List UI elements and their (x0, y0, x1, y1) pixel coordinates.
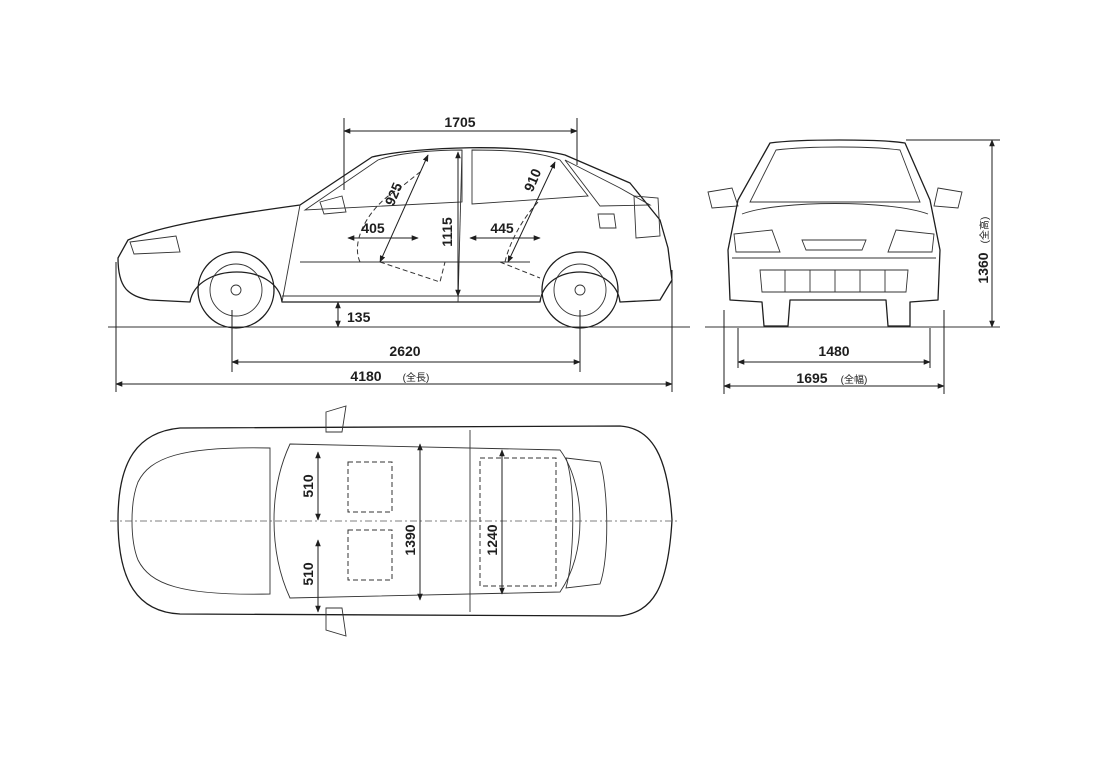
front-grille (801, 239, 867, 251)
front-seat-depth-label: 405 (361, 220, 385, 236)
wheelbase-label: 2620 (389, 343, 420, 359)
side-view: 1705 1115 925 910 405 445 135 2620 4180 … (108, 114, 690, 392)
rear-headroom-label: 910 (520, 166, 544, 194)
top-view: 510 510 1390 1240 (110, 405, 680, 637)
front-mirror-right (933, 187, 963, 209)
front-hood-lines (741, 203, 929, 215)
top-rear-glass (565, 457, 608, 589)
front-wheel (197, 251, 275, 329)
side-body-outline (117, 147, 673, 303)
side-taillight (633, 195, 661, 239)
rear-cabin-width-label: 1240 (484, 524, 500, 555)
side-windows (303, 149, 589, 211)
front-rim-icon (209, 263, 263, 317)
side-headlight (129, 235, 181, 255)
overall-height-label: 1360 (975, 252, 991, 283)
front-body-outline (727, 139, 941, 327)
front-headlight-left (733, 229, 781, 253)
front-headlight-right (887, 229, 935, 253)
b-pillar (457, 149, 463, 303)
top-roof (273, 443, 581, 599)
overall-height-note: (全高) (978, 217, 991, 244)
seat-width-lower-label: 510 (300, 562, 316, 586)
front-view: 1360 (全高) 1480 1695 (全幅) (705, 139, 1000, 394)
side-rear-glass (564, 159, 652, 207)
front-cabin-width-label: 1390 (402, 524, 418, 555)
front-headroom-dimension-line (379, 154, 429, 263)
front-bumper (732, 257, 936, 293)
track-label: 1480 (818, 343, 849, 359)
interior-height-label: 1115 (439, 217, 455, 247)
side-mirror (319, 195, 347, 215)
front-tire-icon (197, 251, 275, 329)
front-door-seam (281, 204, 301, 303)
top-rear-bench (479, 457, 557, 587)
top-hood (131, 447, 271, 595)
top-mirror-right (325, 607, 347, 637)
front-mirror-left (707, 187, 739, 209)
ground-clearance-label: 135 (347, 309, 371, 325)
top-front-seats (347, 461, 393, 581)
overall-width-note: (全幅) (841, 373, 868, 386)
rear-headroom-dimension-line (507, 161, 556, 263)
roof-span-label: 1705 (444, 114, 475, 130)
overall-length-note: (全長) (403, 371, 430, 384)
overall-length-label: 4180 (350, 368, 381, 384)
seat-width-upper-label: 510 (300, 474, 316, 498)
side-fuel-door (597, 213, 617, 229)
overall-width-label: 1695 (796, 370, 827, 386)
front-windshield (749, 146, 921, 203)
top-mirror-left (325, 405, 347, 433)
front-headroom-label: 925 (381, 180, 405, 208)
top-body-outline (117, 425, 673, 617)
rear-seat-depth-label: 445 (490, 220, 514, 236)
